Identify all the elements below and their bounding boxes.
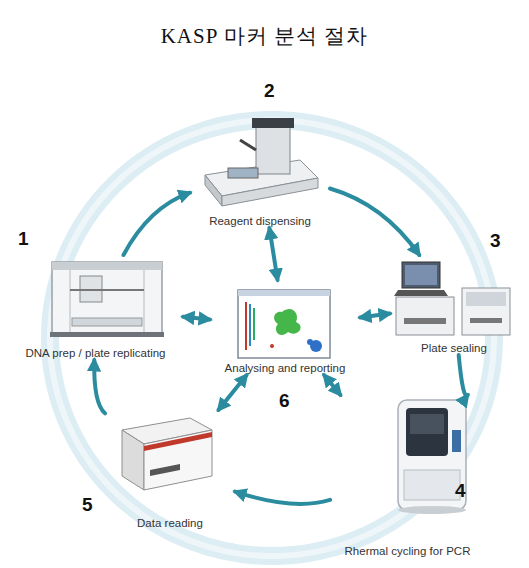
station-caption: Plate sealing [421,341,487,355]
flow-arrow [183,317,210,320]
flow-arrow [330,188,419,255]
process-station: Reagent dispensing [190,108,330,228]
flow-arrow [324,375,340,395]
callout-number: 5 [82,494,93,516]
callout-number: 1 [18,228,29,250]
liquid-handler [50,262,164,337]
flow-arrow [218,375,246,410]
process-station: Analysing and reporting [210,280,360,375]
flow-arrow [123,193,190,255]
station-caption: Rhermal cycling for PCR [345,544,471,558]
flow-arrow [459,355,468,396]
diagram-title: KASP 마커 분석 절차 [0,22,529,50]
flow-arrow [360,314,390,318]
station-caption: Analysing and reporting [225,361,346,375]
ring-highlight [50,120,494,556]
process-station: Rhermal cycling for PCR [330,395,485,558]
station-caption: DNA prep / plate replicating [26,346,166,360]
reagent-dispenser [205,118,318,206]
callout-number: 4 [455,480,466,502]
callout-number: 2 [264,80,275,102]
callout-number: 6 [279,390,290,412]
station-caption: Data reading [137,516,203,530]
thermal-cycler [398,400,466,514]
plate-reader [122,418,212,490]
analysis-screen [238,290,330,358]
process-station: Data reading [105,410,235,530]
process-station: DNA prep / plate replicating [8,255,183,360]
station-caption: Reagent dispensing [209,214,311,228]
callout-number: 3 [490,230,501,252]
plate-sealer [394,262,510,335]
flow-arrow [269,228,277,280]
ring-band [50,120,494,556]
process-station: Plate sealing [390,255,518,355]
flow-arrow [235,492,330,504]
flow-arrow [94,360,105,413]
